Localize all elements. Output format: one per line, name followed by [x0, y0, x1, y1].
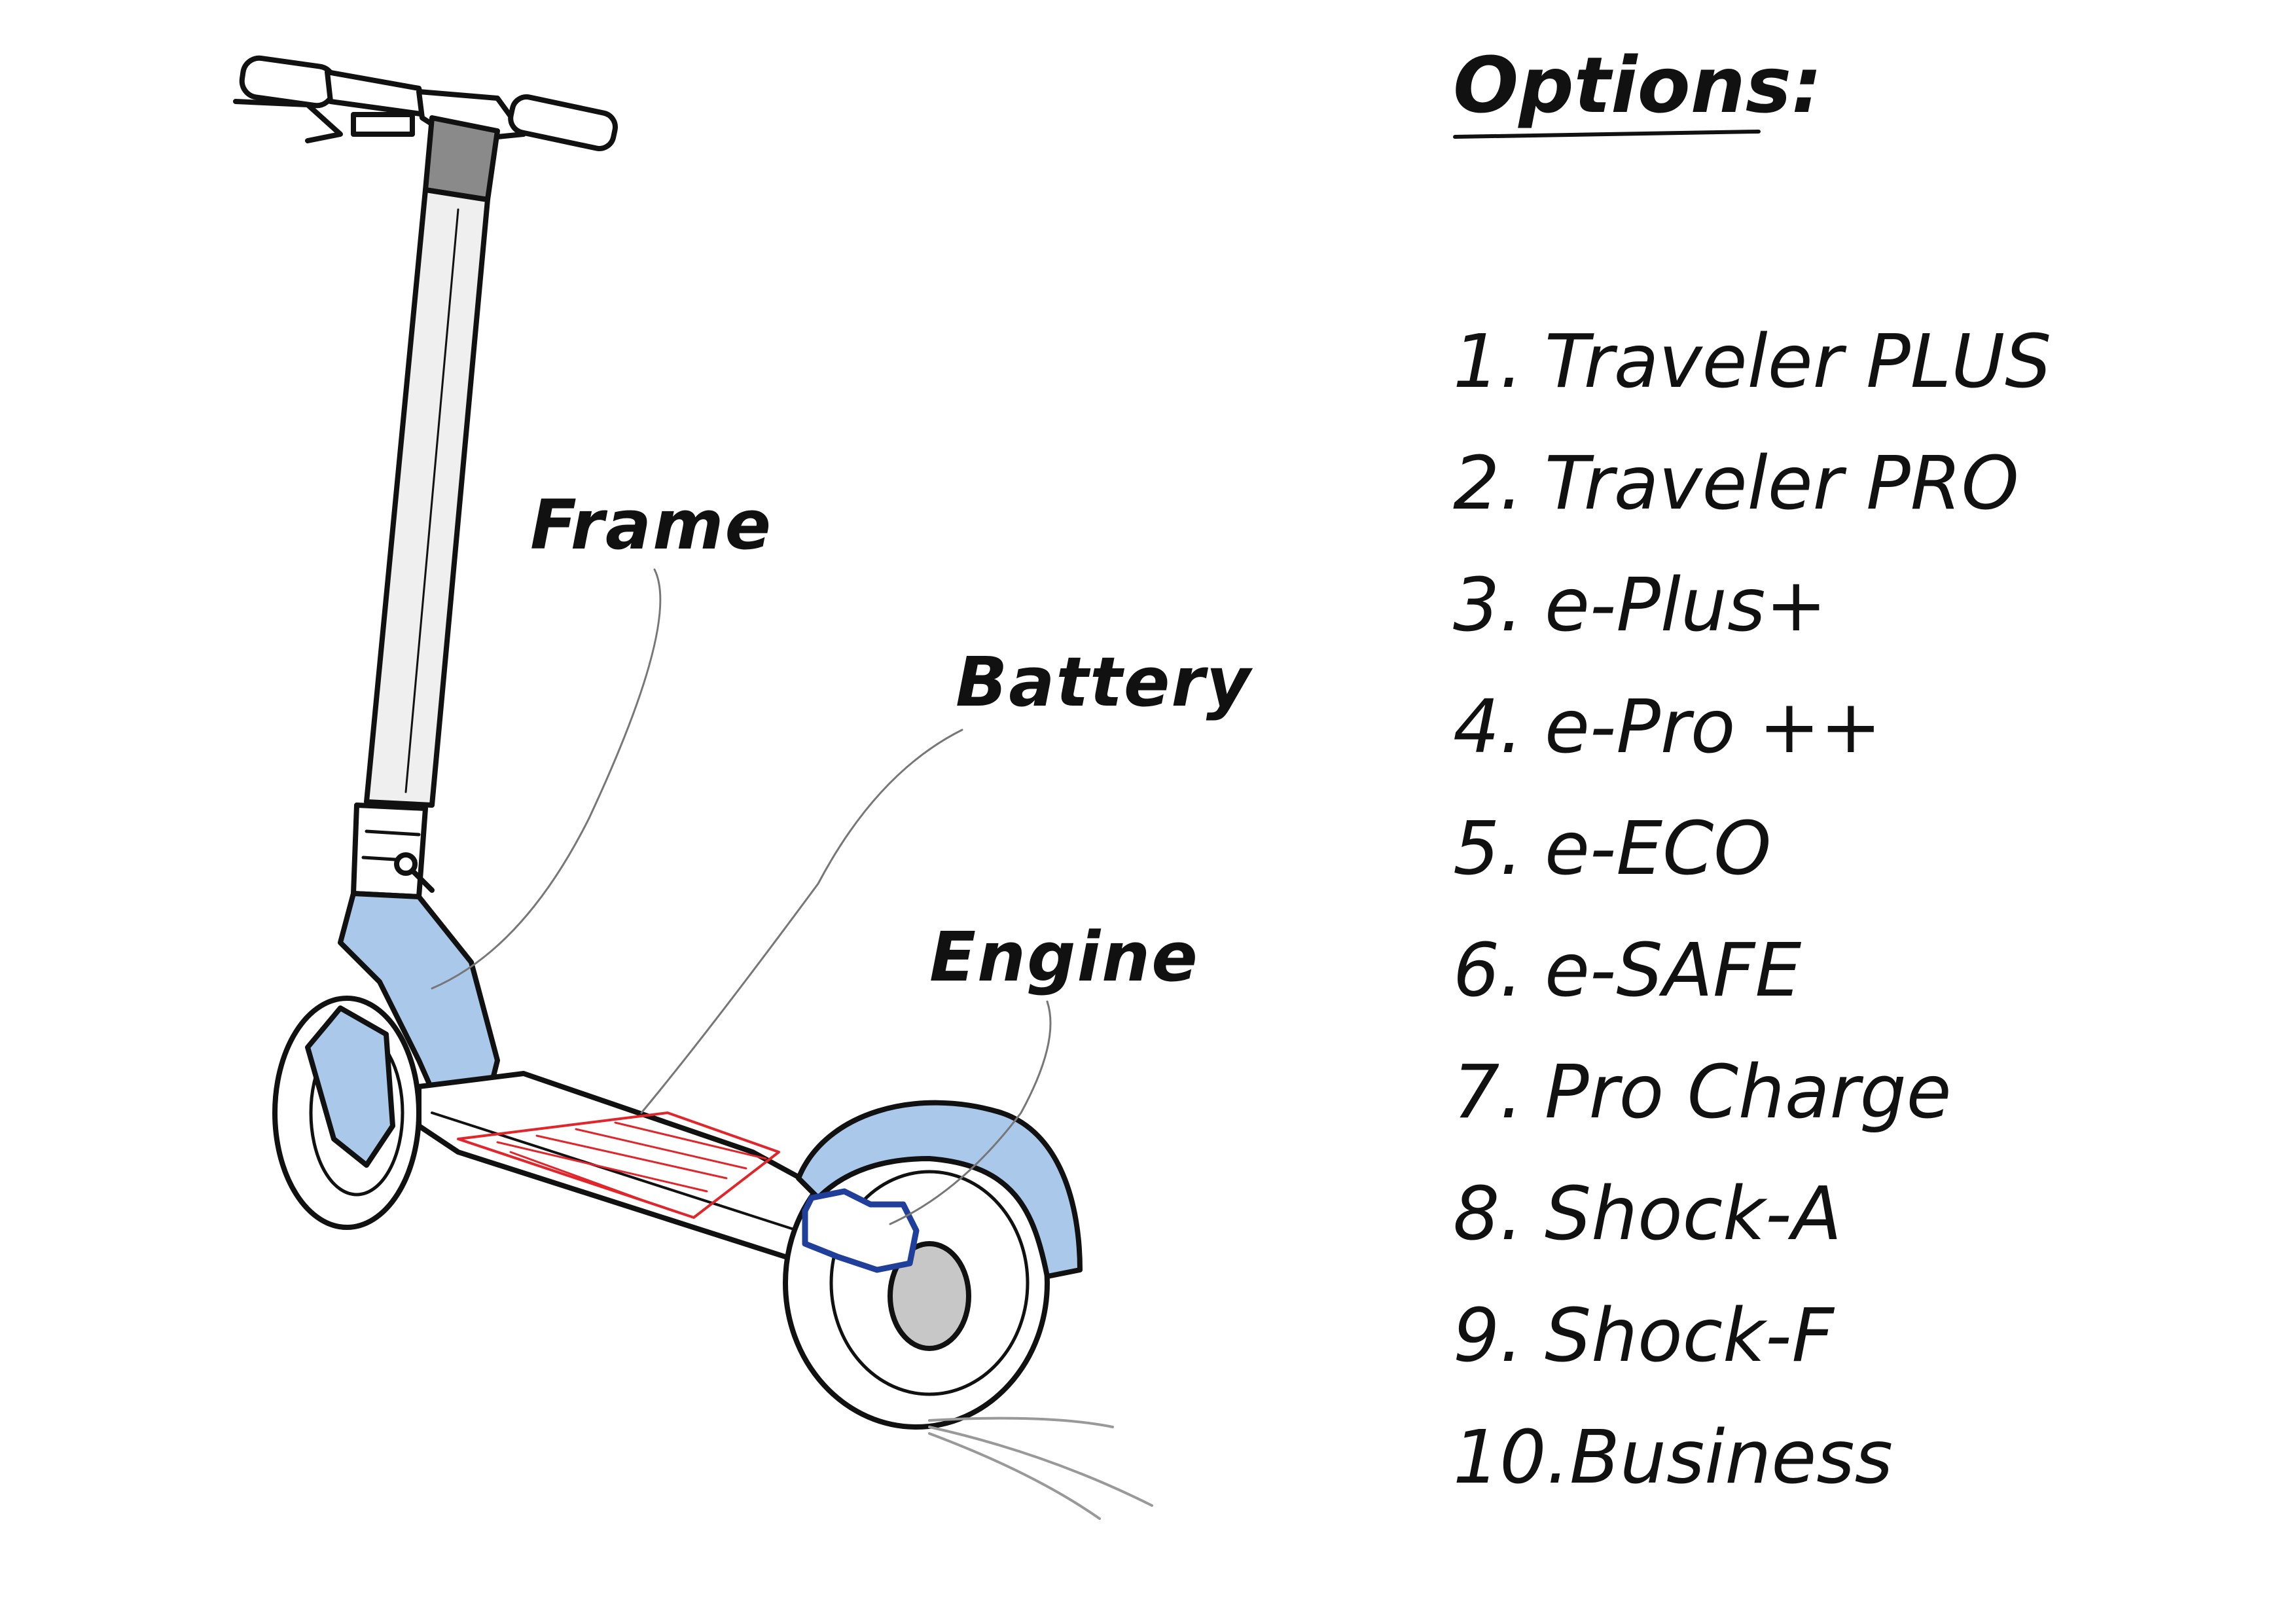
option-name: Shock-F	[1545, 1293, 1834, 1379]
motion-lines	[928, 1416, 1153, 1520]
option-item: 2. Traveler PRO	[1453, 423, 2051, 545]
battery-label: Battery	[956, 642, 1252, 722]
option-number: 10.	[1453, 1415, 1570, 1500]
option-number: 4.	[1453, 685, 1523, 770]
stem-head	[423, 115, 500, 202]
leader-lines	[431, 568, 1052, 1225]
option-item: 4. e-Pro ++	[1453, 666, 2051, 788]
option-number: 7.	[1453, 1050, 1523, 1135]
option-number: 3.	[1453, 563, 1523, 648]
option-item: 1. Traveler PLUS	[1453, 301, 2051, 423]
option-name: Traveler PLUS	[1545, 319, 2052, 405]
option-name: Traveler PRO	[1545, 441, 2019, 526]
option-item: 8. Shock-A	[1453, 1153, 2051, 1275]
option-number: 1.	[1453, 319, 1523, 405]
options-list: 1. Traveler PLUS 2. Traveler PRO 3. e-Plus+ 4.…	[1453, 301, 2051, 1519]
engine-unit	[802, 1188, 920, 1273]
frame-label: Frame	[530, 485, 772, 565]
option-name: e-SAFE	[1545, 928, 1802, 1013]
option-item: 7. Pro Charge	[1453, 1032, 2051, 1153]
option-number: 8.	[1453, 1172, 1523, 1257]
battery-pack	[457, 1111, 780, 1219]
option-number: 6.	[1453, 928, 1523, 1013]
option-number: 9.	[1453, 1293, 1523, 1379]
option-item: 5. e-ECO	[1453, 788, 2051, 910]
option-name: Pro Charge	[1545, 1050, 1952, 1135]
engine-label: Engine	[929, 917, 1199, 997]
option-item: 3. e-Plus+	[1453, 545, 2051, 666]
option-name: e-Pro ++	[1545, 685, 1882, 770]
option-item: 10.Business	[1453, 1397, 2051, 1519]
rear-fender	[796, 1100, 1083, 1279]
option-name: e-Plus+	[1545, 563, 1827, 648]
option-item: 9. Shock-F	[1453, 1275, 2051, 1397]
front-wheel	[272, 996, 422, 1230]
options-title: Options:	[1453, 40, 1823, 130]
option-number: 2.	[1453, 441, 1523, 526]
option-number: 5.	[1453, 806, 1523, 892]
option-item: 6. e-SAFE	[1453, 910, 2051, 1032]
options-panel: Options: 1. Traveler PLUS 2. Traveler PRO 3.…	[1452, 26, 2278, 1500]
option-name: Shock-A	[1545, 1172, 1842, 1257]
stem	[364, 187, 490, 808]
option-name: e-ECO	[1545, 806, 1772, 892]
folding-joint	[351, 803, 435, 899]
handlebar	[233, 55, 618, 151]
option-name: Business	[1570, 1415, 1893, 1500]
